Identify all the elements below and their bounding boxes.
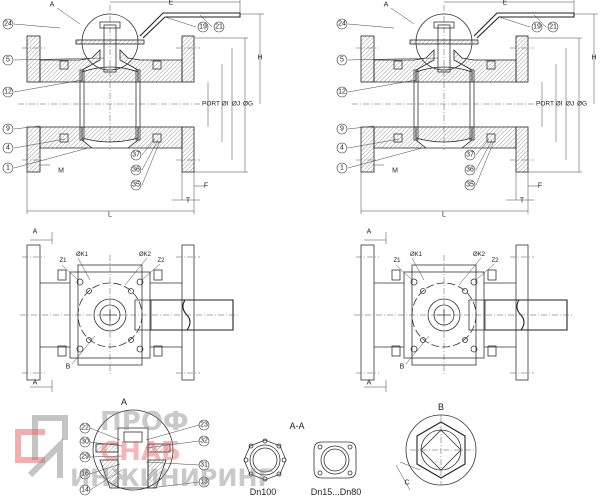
detail-a: A 22 30 29 16 14 23 32 31 13 xyxy=(79,397,210,496)
dim-t: T xyxy=(186,198,191,205)
callout: 12 xyxy=(4,89,12,96)
callout: 12 xyxy=(338,89,346,96)
dim-h: H xyxy=(591,55,596,62)
callout: 14 xyxy=(81,487,89,494)
watermark-line1: ПРОФ xyxy=(100,407,189,437)
detail-b: B C xyxy=(395,402,477,491)
label-k1: ØK1 xyxy=(410,252,423,258)
label-z2: Z2 xyxy=(157,258,165,264)
dim-l: L xyxy=(442,212,446,219)
dim-port: PORT xyxy=(202,101,220,108)
section-arrow-a-top: A xyxy=(33,229,38,236)
section-aa-title: A-A xyxy=(289,421,304,431)
section-arrow-a-top: A xyxy=(367,229,372,236)
callout: 9 xyxy=(340,126,344,133)
callout: 9 xyxy=(6,126,10,133)
callout: 36 xyxy=(466,167,474,174)
callout: 36 xyxy=(132,167,140,174)
callout: 4 xyxy=(340,145,344,152)
dim-j: ØJ xyxy=(232,101,240,108)
section-labels-right: A 24 5 12 9 4 1 19 21 37 36 35 M E H POR… xyxy=(336,0,597,387)
variant-dn100: Dn100 xyxy=(250,487,277,497)
section-marker: A xyxy=(50,2,55,9)
dim-i: ØI xyxy=(556,101,563,108)
callout: 13 xyxy=(200,479,208,486)
dim-h: H xyxy=(257,55,262,62)
callout: 35 xyxy=(466,182,474,189)
callout: 24 xyxy=(338,21,346,28)
callout: 16 xyxy=(81,471,89,478)
callout: 21 xyxy=(549,24,557,31)
dim-c: C xyxy=(404,480,409,487)
section-labels-left: A 24 5 12 9 4 1 19 21 37 36 35 M E H POR… xyxy=(2,0,263,387)
dim-j: ØJ xyxy=(566,101,574,108)
dim-port: PORT xyxy=(536,101,554,108)
label-b: B xyxy=(66,364,71,371)
callout: 5 xyxy=(6,57,10,64)
label-k2: ØK2 xyxy=(473,252,486,258)
flange-mark: M xyxy=(392,168,398,175)
label-k2: ØK2 xyxy=(139,252,152,258)
label-k1: ØK1 xyxy=(76,252,89,258)
label-z1: Z1 xyxy=(393,258,401,264)
section-a-a: A-A Dn100 Dn15...Dn80 xyxy=(243,421,362,497)
callout: 5 xyxy=(340,57,344,64)
callout: 31 xyxy=(200,462,208,469)
label-b: B xyxy=(400,364,405,371)
dim-e: E xyxy=(169,0,174,7)
dim-f: F xyxy=(204,183,208,190)
label-z1: Z1 xyxy=(59,258,67,264)
watermark-line3: ИНЖИНИРИНГ xyxy=(70,464,273,492)
variant-dn15-dn80: Dn15...Dn80 xyxy=(311,487,362,497)
section-marker: A xyxy=(384,2,389,9)
callout: 32 xyxy=(200,438,208,445)
plan-view-left xyxy=(19,231,241,393)
callout: 19 xyxy=(533,24,541,31)
dim-e: E xyxy=(503,0,508,7)
dim-t: T xyxy=(520,198,525,205)
watermark-line2: СНАБ xyxy=(100,437,181,467)
flange-mark: M xyxy=(58,168,64,175)
dim-l: L xyxy=(108,212,112,219)
dim-i: ØI xyxy=(222,101,229,108)
callout: 19 xyxy=(199,24,207,31)
callout: 29 xyxy=(81,454,89,461)
detail-b-title: B xyxy=(438,402,444,412)
callout: 1 xyxy=(340,165,344,172)
watermark-logo: ПРОФ СНАБ ИНЖИНИРИНГ xyxy=(15,407,273,492)
label-z2: Z2 xyxy=(491,258,499,264)
callout: 1 xyxy=(6,165,10,172)
section-arrow-a-bottom: A xyxy=(33,380,38,387)
detail-a-title: A xyxy=(121,397,127,407)
callout: 30 xyxy=(81,439,89,446)
callout: 21 xyxy=(215,24,223,31)
callout: 24 xyxy=(4,21,12,28)
callout: 37 xyxy=(466,152,474,159)
dim-f: F xyxy=(538,183,542,190)
callout: 35 xyxy=(132,182,140,189)
callout: 37 xyxy=(132,152,140,159)
plan-view-right xyxy=(353,231,575,393)
callout: 4 xyxy=(6,145,10,152)
callout: 22 xyxy=(81,425,89,432)
dim-g: ØG xyxy=(243,101,253,108)
callout: 23 xyxy=(200,422,208,429)
dim-g: ØG xyxy=(577,101,587,108)
section-arrow-a-bottom: A xyxy=(367,380,372,387)
